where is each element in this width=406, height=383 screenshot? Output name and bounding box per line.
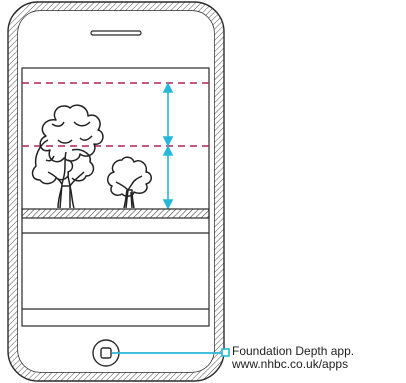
app-callout: Foundation Depth app. www.nhbc.co.uk/app… <box>232 345 354 371</box>
callout-marker <box>221 348 230 357</box>
large-tree-icon <box>31 104 104 209</box>
earpiece-slot <box>90 30 142 36</box>
ground-band <box>21 208 210 219</box>
callout-url: www.nhbc.co.uk/apps <box>232 357 349 371</box>
home-button-icon[interactable] <box>92 339 120 367</box>
small-tree-icon <box>107 156 152 209</box>
callout-app-name: Foundation Depth app. <box>232 344 355 358</box>
screen <box>21 67 210 327</box>
measure-arrow-upper <box>162 82 174 147</box>
measure-arrow-lower <box>162 145 174 210</box>
